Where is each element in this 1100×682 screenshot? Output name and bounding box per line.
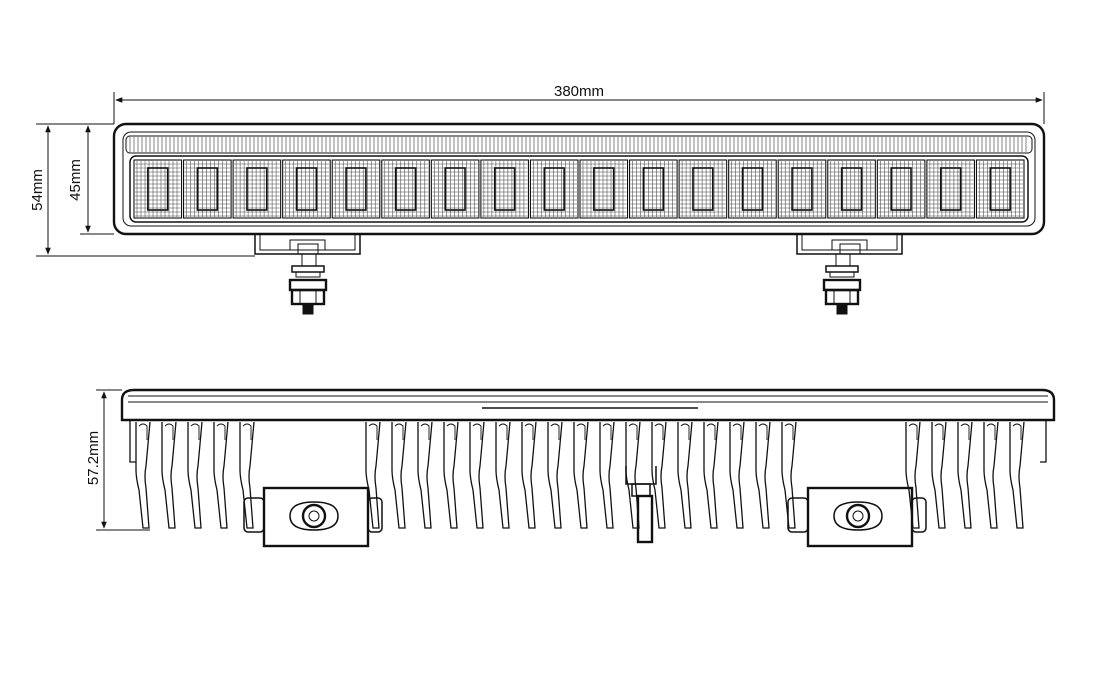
front-lens: [129, 155, 1029, 223]
led-module: [678, 159, 728, 219]
top-band-hatch: [129, 137, 1027, 152]
fin: [443, 421, 459, 529]
led-module: [629, 159, 678, 219]
bolt-left: [288, 253, 328, 315]
dimension-lens-height: 45mm: [67, 125, 114, 235]
side-top-cap: [120, 388, 1056, 422]
led-module: [480, 159, 529, 219]
dimension-total-height: 54mm: [29, 123, 255, 257]
dimension-overall-length: 380mm: [113, 83, 1045, 124]
fin: [495, 421, 511, 529]
fin: [729, 421, 745, 529]
fin-edge-left: [129, 420, 136, 463]
lens-height-label: 45mm: [67, 159, 84, 201]
fin: [213, 421, 229, 529]
led-module-row: [133, 159, 1025, 219]
fin: [651, 421, 667, 529]
fin: [677, 421, 693, 529]
mounting-bracket-left: [254, 234, 361, 255]
fin-edge-right: [1040, 420, 1047, 463]
dimension-side-depth: 57.2mm: [85, 389, 150, 531]
fin: [905, 421, 921, 529]
mounting-bracket-right: [796, 234, 903, 255]
led-module: [777, 159, 827, 219]
connector-cable: [625, 466, 657, 544]
led-module: [876, 159, 926, 219]
front-view: [112, 122, 1046, 315]
side-mount-right: [787, 486, 927, 548]
led-module: [579, 159, 629, 219]
front-housing-inner: [122, 131, 1036, 227]
led-module: [282, 159, 331, 219]
led-module: [827, 159, 876, 219]
front-top-band: [125, 135, 1033, 154]
side-mount-left: [243, 486, 383, 548]
fin: [547, 421, 563, 529]
fin: [957, 421, 973, 529]
led-module: [926, 159, 975, 219]
fin: [135, 421, 151, 529]
bolt-right: [822, 253, 862, 315]
led-module: [133, 159, 183, 219]
led-module: [331, 159, 381, 219]
fin: [1009, 421, 1025, 529]
fin: [187, 421, 203, 529]
fin: [703, 421, 719, 529]
led-module: [430, 159, 480, 219]
led-module: [975, 159, 1025, 219]
led-module: [728, 159, 777, 219]
fin: [599, 421, 615, 529]
fin: [239, 421, 255, 529]
side-view: [120, 388, 1056, 548]
fin: [469, 421, 485, 529]
fin: [755, 421, 771, 529]
side-depth-label: 57.2mm: [85, 431, 102, 485]
heat-sink-fins: [129, 420, 1047, 529]
led-module: [529, 159, 579, 219]
fin: [931, 421, 947, 529]
fin: [417, 421, 433, 529]
front-housing: [112, 122, 1046, 236]
led-module: [381, 159, 430, 219]
fin: [573, 421, 589, 529]
fin: [391, 421, 407, 529]
fin: [781, 421, 797, 529]
overall-length-label: 380mm: [554, 83, 604, 100]
fin: [521, 421, 537, 529]
led-module: [183, 159, 232, 219]
fin: [983, 421, 999, 529]
fin: [365, 421, 381, 529]
led-module: [232, 159, 282, 219]
total-height-label: 54mm: [29, 169, 46, 211]
fin: [161, 421, 177, 529]
